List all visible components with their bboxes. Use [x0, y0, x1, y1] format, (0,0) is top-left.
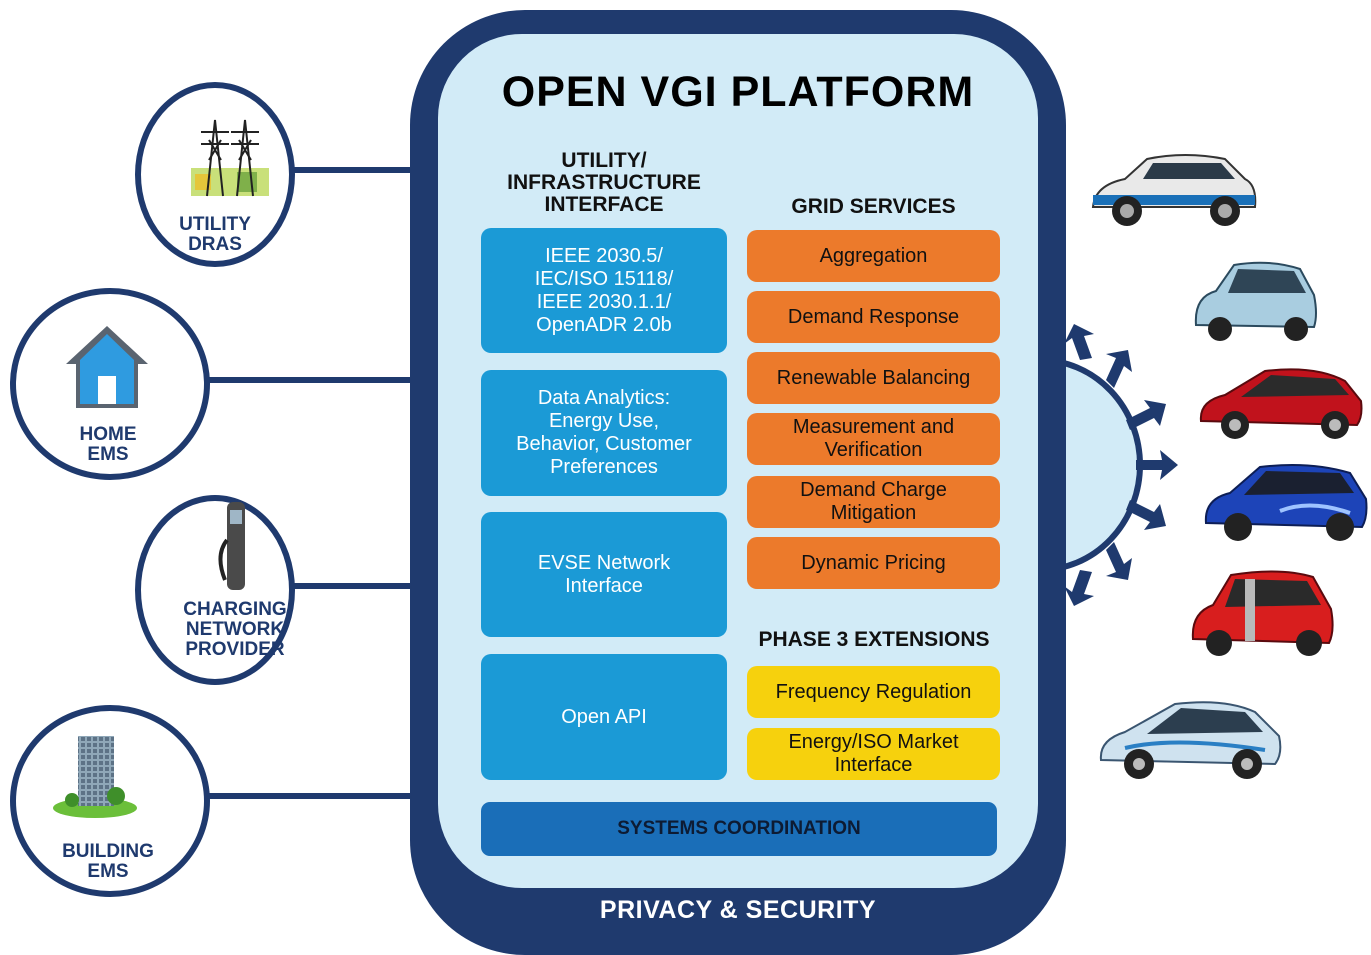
service-renewable-balancing: Renewable Balancing	[747, 352, 1000, 404]
arrow-icon	[1064, 570, 1094, 606]
arrow-icon	[1064, 324, 1094, 360]
arrow-icon	[1136, 450, 1178, 480]
privacy-security-label: PRIVACY & SECURITY	[599, 896, 877, 924]
connector-home	[205, 377, 415, 383]
grid-services-heading: GRID SERVICES	[791, 195, 956, 218]
car-smart-red-icon	[1191, 570, 1334, 656]
arrow-icon	[1106, 542, 1132, 580]
open-api-box: Open API	[481, 654, 727, 780]
car-red-icon	[1199, 368, 1363, 439]
charging-network-node	[135, 495, 295, 685]
data-analytics-box: Data Analytics:Energy Use,Behavior, Cust…	[481, 370, 727, 496]
arrow-icon	[1126, 400, 1166, 430]
home-ems-node	[10, 288, 210, 480]
connector-charging	[280, 583, 415, 589]
arrow-icon	[1126, 500, 1166, 530]
arrow-icon	[1106, 350, 1132, 388]
power-tower-icon	[191, 119, 269, 197]
platform-title: OPEN VGI PLATFORM	[501, 68, 975, 116]
service-dynamic-pricing: Dynamic Pricing	[747, 537, 1000, 589]
extension-frequency-regulation: Frequency Regulation	[747, 666, 1000, 718]
car-white-icon	[1091, 154, 1257, 226]
car-lightblue-icon	[1194, 261, 1317, 341]
building-icon	[53, 736, 137, 818]
service-demand-response: Demand Response	[747, 291, 1000, 343]
service-aggregation: Aggregation	[747, 230, 1000, 282]
connector-building	[205, 793, 415, 799]
standards-box: IEEE 2030.5/IEC/ISO 15118/IEEE 2030.1.1/…	[481, 228, 727, 353]
car-blue-icon	[1204, 464, 1368, 541]
connector-utility	[280, 167, 415, 173]
house-icon	[66, 326, 148, 408]
interface-column-heading: UTILITY/ INFRASTRUCTURE INTERFACE	[507, 149, 701, 216]
charger-icon	[218, 502, 245, 590]
phase3-heading: PHASE 3 EXTENSIONS	[758, 628, 990, 651]
car-prius-icon	[1099, 701, 1282, 779]
systems-coordination-bar: SYSTEMS COORDINATION	[481, 802, 997, 856]
